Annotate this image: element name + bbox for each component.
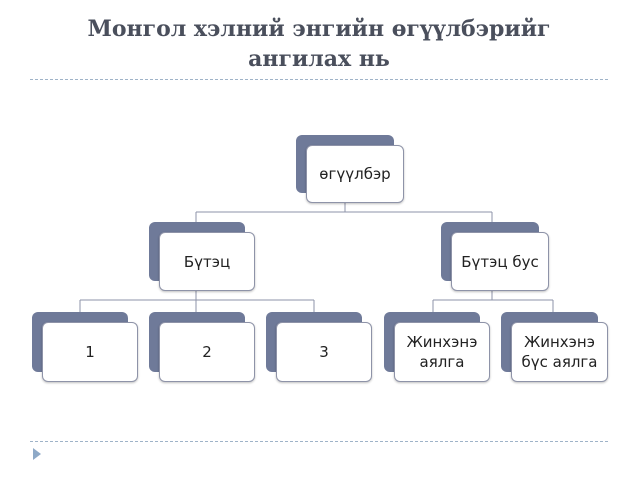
slide-title-line-1: Монгол хэлний энгийн өгүүлбэрийг	[87, 16, 551, 42]
node-jinhene-aylga-label: Жинхэнэ аялга	[394, 322, 490, 382]
node-3-label: 3	[276, 322, 372, 382]
slide-title-line-2: ангилах нь	[248, 46, 390, 72]
slide-title: Монгол хэлний энгийн өгүүлбэрийг ангилах…	[0, 14, 638, 74]
node-butets-label: Бүтэц	[159, 232, 255, 291]
node-root-label: өгүүлбэр	[306, 145, 404, 203]
node-butets: Бүтэц	[149, 222, 255, 291]
node-jinhene-aylga: Жинхэнэ аялга	[384, 312, 490, 382]
footer-divider	[30, 441, 608, 442]
node-root: өгүүлбэр	[296, 135, 404, 203]
title-divider	[30, 79, 608, 80]
triangle-bullet-icon	[33, 448, 41, 460]
node-2-label: 2	[159, 322, 255, 382]
node-1-label: 1	[42, 322, 138, 382]
node-1: 1	[32, 312, 138, 382]
node-2: 2	[149, 312, 255, 382]
node-butets-bus-label: Бүтэц бус	[451, 232, 549, 291]
node-3: 3	[266, 312, 372, 382]
node-jinhene-bus-aylga-label: Жинхэнэ бүс аялга	[511, 322, 608, 382]
node-butets-bus: Бүтэц бус	[441, 222, 549, 291]
node-jinhene-bus-aylga: Жинхэнэ бүс аялга	[501, 312, 608, 382]
